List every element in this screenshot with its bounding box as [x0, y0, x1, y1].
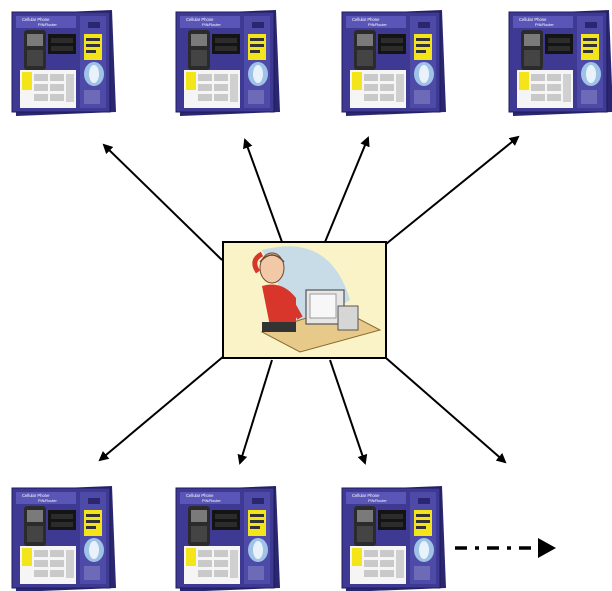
person-at-computer-icon [252, 246, 382, 353]
kiosk-top-4 [508, 9, 612, 117]
kiosk-bottom-2 [175, 485, 281, 591]
kiosk-top-2 [175, 9, 281, 117]
arrow-to-kiosk-top-2 [243, 138, 283, 243]
arrow-to-kiosk-bottom-3 [329, 359, 368, 465]
kiosk-bottom-3 [341, 485, 447, 591]
arrow-to-kiosk-top-4 [385, 135, 520, 245]
kiosk-top-3 [341, 9, 447, 117]
continuation-arrow [455, 538, 556, 558]
arrow-to-kiosk-top-1 [102, 143, 223, 261]
arrow-to-kiosk-bottom-1 [98, 355, 225, 462]
arrow-to-kiosk-bottom-2 [237, 359, 273, 465]
kiosk-bottom-1 [11, 485, 117, 591]
arrow-to-kiosk-top-3 [324, 136, 370, 243]
connector-arrows [98, 135, 520, 465]
arrow-to-more [385, 357, 507, 464]
kiosk-top-1 [11, 9, 117, 117]
central-hub [222, 241, 387, 359]
